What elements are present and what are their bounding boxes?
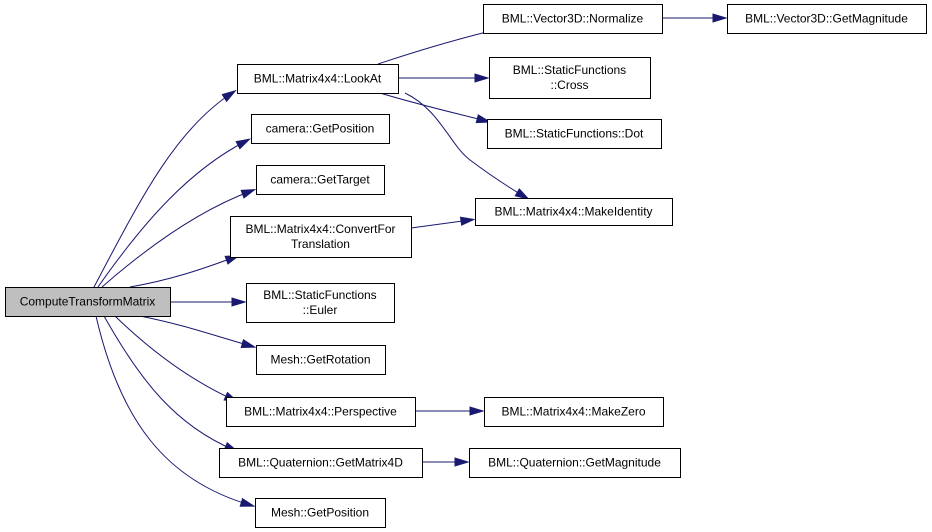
node-box-convert[interactable]	[230, 216, 412, 258]
edge-root-to-camtarget	[101, 190, 252, 288]
node-meshrot[interactable]: Mesh::GetRotation	[256, 345, 386, 375]
node-meshpos[interactable]: Mesh::GetPosition	[255, 498, 386, 528]
arrowhead-root-to-euler	[231, 297, 247, 307]
node-identity[interactable]: BML::Matrix4x4::MakeIdentity	[475, 198, 673, 226]
node-label-identity-0: BML::Matrix4x4::MakeIdentity	[494, 205, 652, 219]
node-label-euler-0: BML::StaticFunctions	[263, 288, 376, 302]
node-label-makezero-0: BML::Matrix4x4::MakeZero	[501, 405, 645, 419]
node-label-cross-0: BML::StaticFunctions	[513, 63, 626, 77]
edge-lookat-to-dot	[379, 92, 487, 122]
node-box-magnitude[interactable]	[727, 4, 927, 34]
node-box-identity[interactable]	[475, 198, 673, 226]
node-quatmag[interactable]: BML::Quaternion::GetMagnitude	[469, 448, 681, 478]
node-label-meshpos-0: Mesh::GetPosition	[271, 506, 369, 520]
node-label-root-0: ComputeTransformMatrix	[20, 295, 156, 309]
node-dot[interactable]: BML::StaticFunctions::Dot	[487, 119, 662, 149]
node-box-euler[interactable]	[246, 283, 395, 323]
node-label-convert-1: Translation	[291, 237, 350, 251]
node-label-dot-0: BML::StaticFunctions::Dot	[505, 127, 644, 141]
arrowhead-normalize-to-magnitude	[712, 13, 728, 23]
arrowhead-convert-to-identity	[459, 216, 476, 226]
node-label-campos-0: camera::GetPosition	[266, 122, 375, 136]
node-label-camtarget-0: camera::GetTarget	[270, 173, 370, 187]
arrowhead-lookat-to-cross	[474, 73, 490, 83]
node-label-magnitude-0: BML::Vector3D::GetMagnitude	[745, 12, 908, 26]
node-label-normalize-0: BML::Vector3D::Normalize	[502, 12, 644, 26]
node-box-makezero[interactable]	[484, 397, 664, 427]
node-euler[interactable]: BML::StaticFunctions::Euler	[246, 283, 395, 323]
node-box-quatmag[interactable]	[469, 448, 681, 478]
node-camtarget[interactable]: camera::GetTarget	[256, 165, 385, 195]
node-label-meshrot-0: Mesh::GetRotation	[270, 353, 370, 367]
node-label-quatmag-0: BML::Quaternion::GetMagnitude	[488, 456, 661, 470]
node-cross[interactable]: BML::StaticFunctions::Cross	[489, 57, 651, 99]
edge-lookat-to-identity	[404, 92, 526, 198]
edge-root-to-persp	[114, 315, 235, 401]
node-persp[interactable]: BML::Matrix4x4::Perspective	[226, 397, 416, 427]
arrowhead-lookat-to-identity	[514, 188, 530, 200]
node-box-cross[interactable]	[489, 57, 651, 99]
node-box-campos[interactable]	[251, 114, 390, 144]
edge-root-to-convert	[129, 256, 236, 288]
edge-root-to-meshpos	[95, 315, 251, 506]
arrowhead-quatmat-to-quatmag	[454, 457, 470, 467]
node-label-lookat-0: BML::Matrix4x4::LookAt	[254, 72, 382, 86]
node-label-cross-1: ::Cross	[550, 78, 588, 92]
edge-root-to-lookat	[93, 92, 233, 288]
arrowhead-root-to-meshrot	[240, 338, 257, 348]
arrowhead-lookat-to-dot	[475, 114, 492, 124]
node-label-persp-0: BML::Matrix4x4::Perspective	[244, 405, 397, 419]
edge-root-to-meshrot	[139, 315, 252, 347]
node-campos[interactable]: camera::GetPosition	[251, 114, 390, 144]
node-box-normalize[interactable]	[483, 4, 663, 34]
arrowhead-root-to-camtarget	[240, 189, 257, 199]
node-box-dot[interactable]	[487, 119, 662, 149]
node-root[interactable]: ComputeTransformMatrix	[5, 287, 171, 317]
node-box-quatmat[interactable]	[219, 448, 423, 478]
node-label-quatmat-0: BML::Quaternion::GetMatrix4D	[238, 456, 403, 470]
node-lookat[interactable]: BML::Matrix4x4::LookAt	[237, 64, 399, 94]
node-box-persp[interactable]	[226, 397, 416, 427]
node-box-meshpos[interactable]	[255, 498, 386, 528]
node-makezero[interactable]: BML::Matrix4x4::MakeZero	[484, 397, 664, 427]
edge-root-to-campos	[97, 140, 247, 288]
node-box-lookat[interactable]	[237, 64, 399, 94]
arrowhead-root-to-meshpos	[239, 497, 256, 507]
node-box-camtarget[interactable]	[256, 165, 385, 195]
node-box-meshrot[interactable]	[256, 345, 386, 375]
node-magnitude[interactable]: BML::Vector3D::GetMagnitude	[727, 4, 927, 34]
node-label-convert-0: BML::Matrix4x4::ConvertFor	[245, 222, 395, 236]
arrowhead-persp-to-makezero	[469, 406, 485, 416]
node-label-euler-1: ::Euler	[303, 303, 338, 317]
arrowhead-root-to-campos	[235, 138, 252, 150]
node-quatmat[interactable]: BML::Quaternion::GetMatrix4D	[219, 448, 423, 478]
edge-convert-to-identity	[410, 219, 471, 229]
edges	[93, 17, 722, 506]
node-normalize[interactable]: BML::Vector3D::Normalize	[483, 4, 663, 34]
arrowhead-root-to-lookat	[221, 89, 237, 103]
edge-root-to-quatmat	[103, 315, 235, 451]
node-box-root[interactable]	[5, 287, 171, 317]
